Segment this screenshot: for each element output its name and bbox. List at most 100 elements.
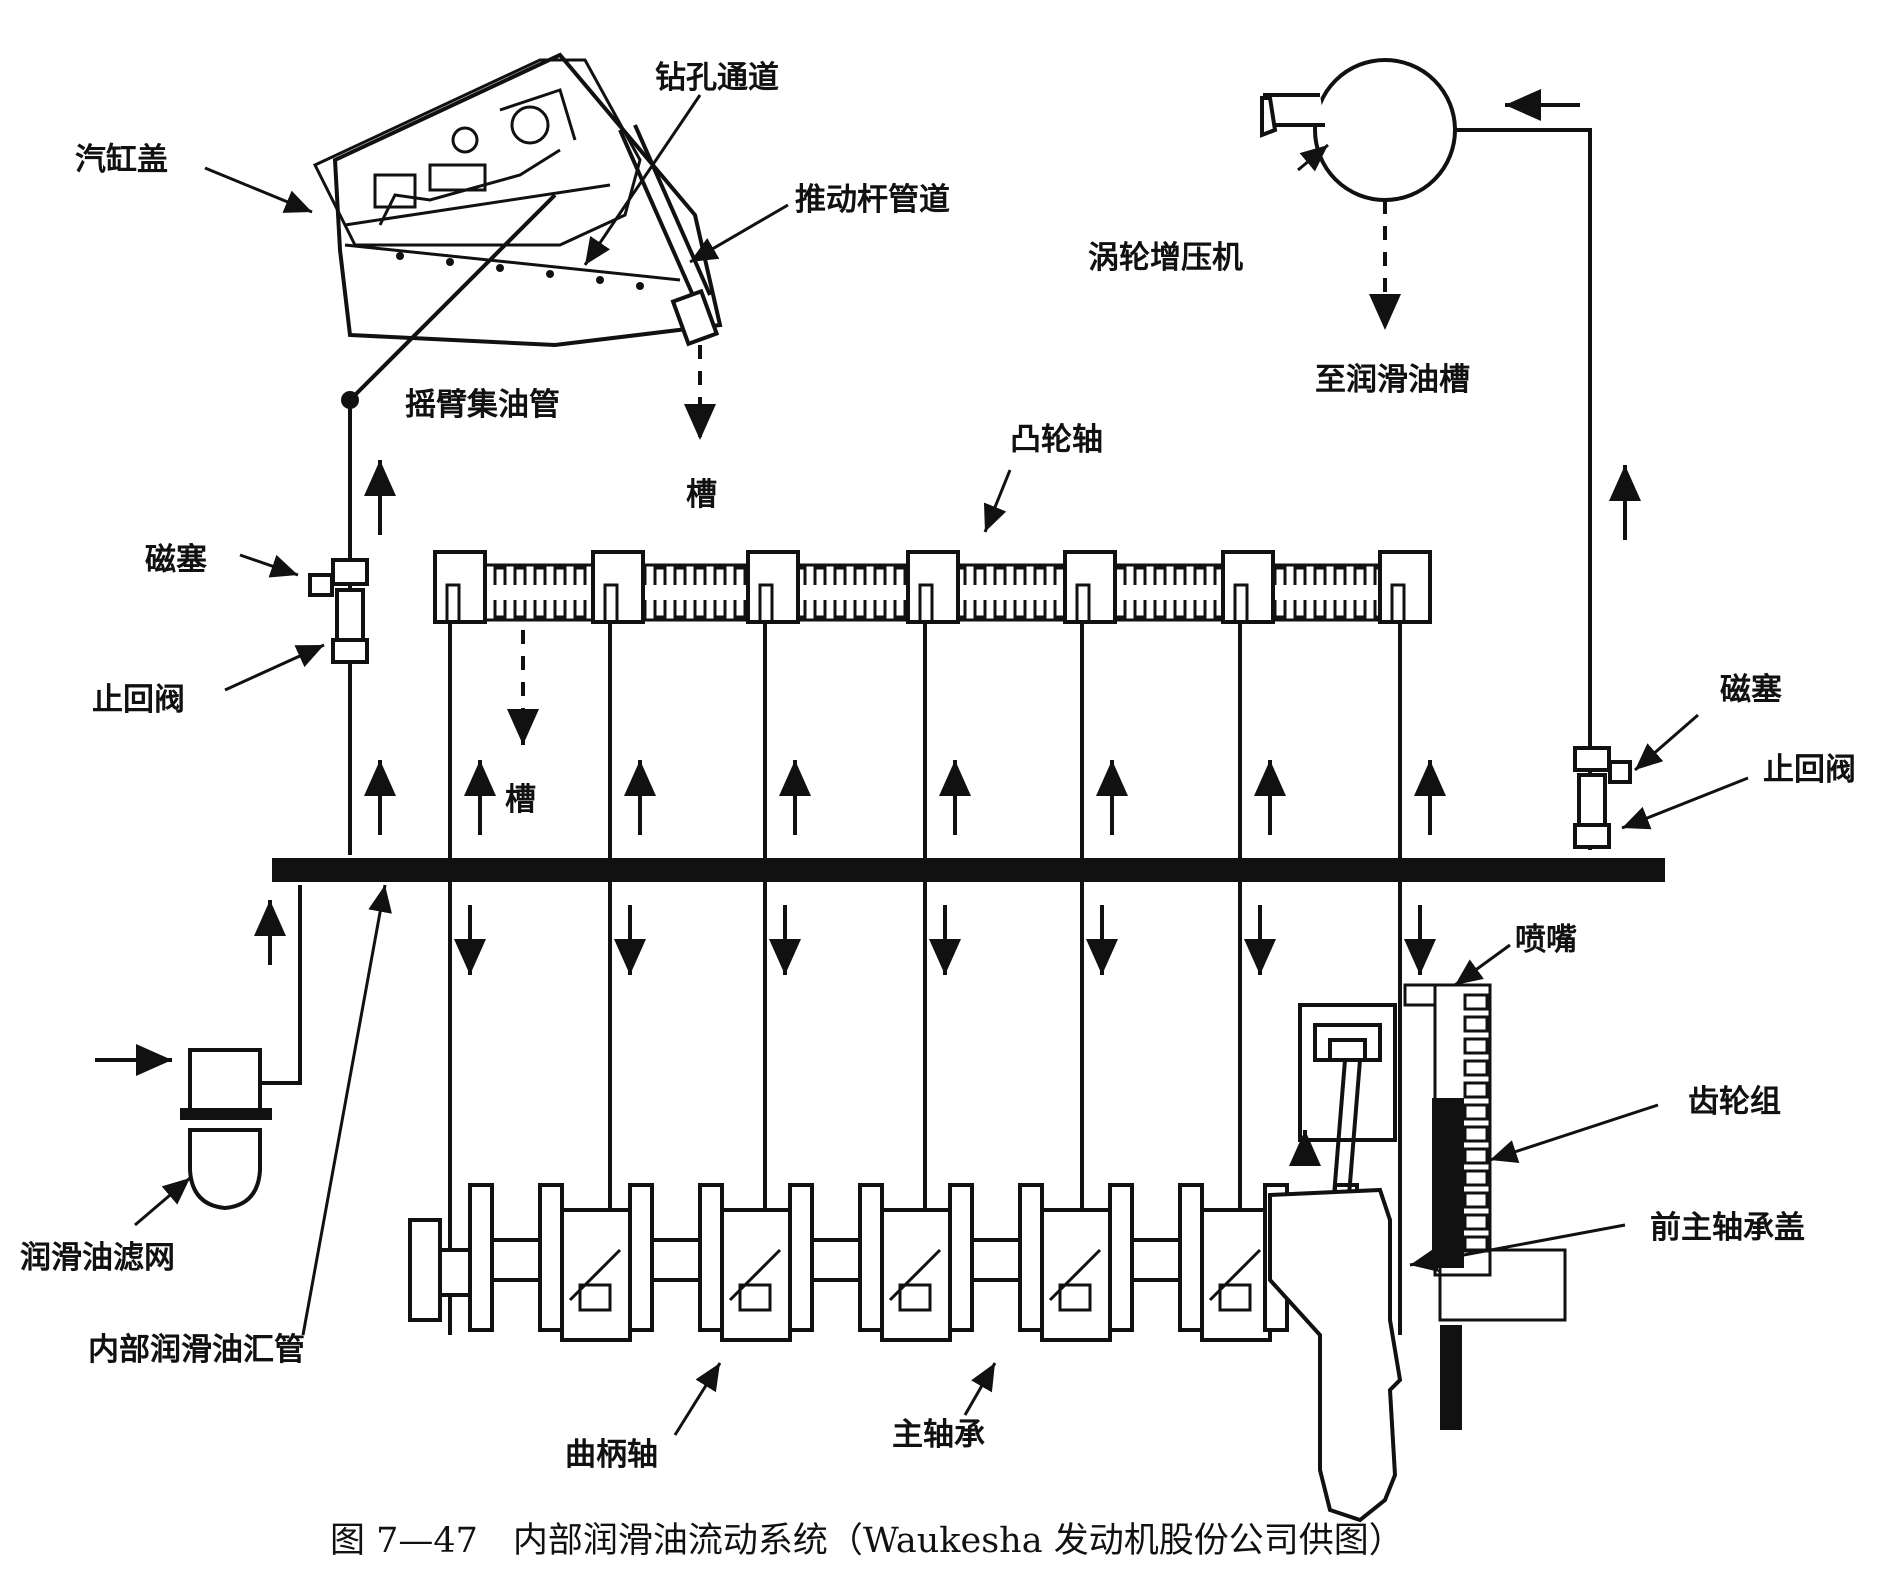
oil-passage [1048, 1248, 1102, 1302]
cam-tooth [1013, 600, 1027, 619]
main-oil-header [272, 858, 1665, 882]
cylinder-head-label: 汽缸盖 [75, 142, 168, 178]
cam-tooth [1173, 566, 1187, 585]
cam-tooth [973, 566, 987, 585]
front-main-bearing-label: 前主轴承盖 [1650, 1210, 1805, 1246]
pin-detail [1218, 1283, 1252, 1312]
crank-web [698, 1183, 724, 1332]
cam-journal-slot [603, 583, 619, 622]
cam-tooth [493, 600, 507, 619]
crank-web [788, 1183, 814, 1332]
crankshaft-label: 曲柄轴 [565, 1437, 658, 1473]
cam-tooth [853, 600, 867, 619]
cam-journal-slot [1233, 583, 1249, 622]
cam-tooth [733, 566, 747, 585]
gear-tooth [1463, 1147, 1489, 1165]
cam-tooth [733, 600, 747, 619]
right-oil-riser [1455, 89, 1641, 850]
cam-tooth [993, 566, 1007, 585]
crank-pin-section [560, 1208, 632, 1342]
main-bearing-label: 主轴承 [892, 1417, 985, 1453]
cam-tooth [493, 566, 507, 585]
gear-tooth [1463, 993, 1489, 1011]
crank-web [1018, 1183, 1044, 1332]
cam-tooth [1133, 566, 1147, 585]
crank-web [1178, 1183, 1204, 1332]
cam-tooth [1013, 566, 1027, 585]
nozzle-label: 喷嘴 [1515, 922, 1577, 958]
gear-tooth [1463, 1103, 1489, 1121]
check-valve-left [308, 558, 369, 664]
camshaft-label: 凸轮轴 [1010, 422, 1103, 458]
cam-journal-slot [758, 583, 774, 622]
cam-tooth [1193, 566, 1207, 585]
cam-tooth [573, 600, 587, 619]
cam-tooth [1173, 600, 1187, 619]
cam-tooth [1313, 600, 1327, 619]
gear-tooth [1463, 1213, 1489, 1231]
cam-tooth [993, 600, 1007, 619]
cam-tooth [693, 600, 707, 619]
crank-web [858, 1183, 884, 1332]
cam-tooth [873, 600, 887, 619]
main-journal [1130, 1238, 1182, 1282]
gear-tooth [1463, 1081, 1489, 1099]
rocker-manifold-label: 摇臂集油管 [405, 387, 560, 423]
gear-train [1403, 983, 1567, 1430]
cam-tooth [833, 600, 847, 619]
camshaft [433, 550, 1432, 624]
cam-tooth [813, 566, 827, 585]
main-journal [490, 1238, 542, 1282]
cam-tooth [1153, 600, 1167, 619]
cam-tooth [893, 566, 907, 585]
turbocharger-label: 涡轮增压机 [1088, 240, 1243, 276]
cam-tooth [1133, 600, 1147, 619]
oil-passage [728, 1248, 782, 1302]
gear-tooth [1463, 1059, 1489, 1077]
check-valve-right [1573, 746, 1632, 849]
cam-tooth [713, 566, 727, 585]
check-valve-right-label: 止回阀 [1763, 752, 1856, 788]
crank-web [628, 1183, 654, 1332]
gear-train-label: 齿轮组 [1688, 1084, 1781, 1120]
oil-passage [568, 1248, 622, 1302]
cam-tooth [713, 600, 727, 619]
cam-tooth [1153, 566, 1167, 585]
oil-strainer [95, 885, 302, 1211]
cam-tooth [653, 600, 667, 619]
cylinder-head [312, 52, 723, 402]
crank-web [538, 1183, 564, 1332]
main-journal [970, 1238, 1022, 1282]
leader-lines [134, 94, 1749, 1436]
cam-tooth [1193, 600, 1207, 619]
cam-tooth [873, 566, 887, 585]
cam-tooth [813, 600, 827, 619]
to-sump-label: 至润滑油槽 [1315, 362, 1470, 398]
main-journal [810, 1238, 862, 1282]
cam-tooth [513, 566, 527, 585]
cam-tooth [513, 600, 527, 619]
cam-tooth [533, 600, 547, 619]
cam-tooth [1293, 566, 1307, 585]
cam-tooth [833, 566, 847, 585]
cam-tooth [1353, 600, 1367, 619]
cam-tooth [893, 600, 907, 619]
cam-tooth [673, 566, 687, 585]
cam-tooth [553, 600, 567, 619]
cam-tooth [973, 600, 987, 619]
pin-detail [898, 1283, 932, 1312]
gear-tooth [1463, 1037, 1489, 1055]
gear-tooth [1463, 1015, 1489, 1033]
cam-tooth [553, 566, 567, 585]
drain-top-label: 槽 [686, 477, 717, 513]
cam-tooth [533, 566, 547, 585]
cam-tooth [1033, 566, 1047, 585]
drilled-passage-label: 钻孔通道 [655, 60, 779, 96]
gear-tooth [1463, 1125, 1489, 1143]
cam-tooth [693, 566, 707, 585]
cam-tooth [673, 600, 687, 619]
pin-detail [1058, 1283, 1092, 1312]
cam-tooth [1293, 600, 1307, 619]
internal-header-label: 内部润滑油汇管 [88, 1332, 305, 1368]
pin-detail [578, 1283, 612, 1312]
